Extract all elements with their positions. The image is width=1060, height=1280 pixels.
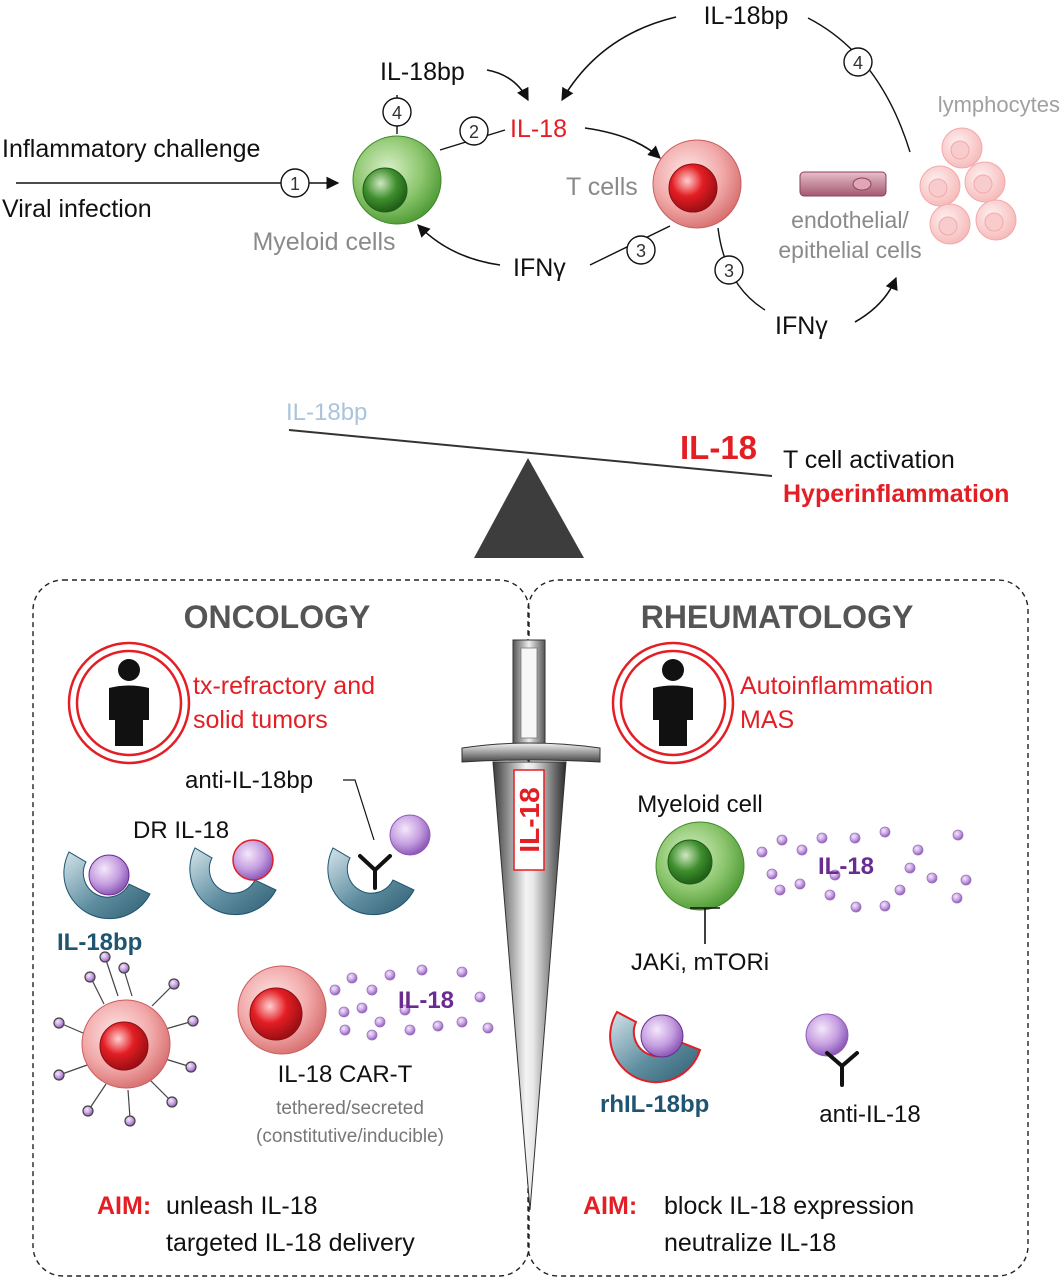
lymphocytes-icon [919,127,1017,245]
hyperinflammation-label: Hyperinflammation [783,480,1009,508]
endothelial-cell-icon [799,171,887,197]
il18-to-tcells-arrow [584,127,661,159]
car-t-label: IL-18 CAR-T [278,1061,413,1088]
il18bp-label: IL-18bp [57,929,142,956]
dr-il18-icon [189,839,277,916]
il18bp-right-arc [807,17,911,153]
oncology-patient-line-1: tx-refractory and [193,672,375,700]
pathway-section: Inflammatory challenge Viral infection 1… [2,2,1060,340]
il18-oncology-label: IL-18 [398,987,454,1014]
step-2-badge [459,116,489,146]
oncology-section: ONCOLOGY tx-refractory and solid tumors … [53,599,494,1257]
car-t-cell-icon [237,965,327,1055]
il18bp-left-label: IL-18bp [380,58,465,86]
endothelial-label-2: epithelial cells [778,237,921,263]
oncology-aim-line-2: targeted IL-18 delivery [166,1229,415,1257]
anti-il18-label: anti-IL-18 [819,1101,920,1128]
il18-top-label: IL-18 [510,115,567,143]
myeloid-cells-label: Myeloid cells [252,228,395,256]
myeloid-cell-rheum-icon [655,821,745,911]
step-1-badge [280,168,310,198]
rheum-aim-line-2: neutralize IL-18 [664,1229,836,1257]
anti-il18-icon [805,1013,859,1087]
il18-rheum-label: IL-18 [818,853,874,880]
t-cells-label: T cells [566,173,638,201]
il18bp-right-label: IL-18bp [704,2,789,30]
step-1-label: 1 [290,174,300,194]
t-cell-icon [652,139,742,229]
rheumatology-section: RHEUMATOLOGY Autoinflammation MAS Myeloi… [583,599,972,1257]
step-4-left-label: 4 [392,103,402,123]
anti-il18bp-pointer [343,779,375,841]
rheum-aim-line-1: block IL-18 expression [664,1192,914,1220]
step-4-right-badge [843,47,873,77]
car-t-sub-1: tethered/secreted [276,1098,424,1119]
myeloid-cell-icon [352,135,442,225]
rheum-patient-line-2: MAS [740,706,794,734]
il18bp-left-arrow [486,69,529,102]
il18-secreted-dots-oncology [329,964,494,1041]
myeloid-cell-label: Myeloid cell [637,791,762,818]
balance-il18bp-label: IL-18bp [286,399,367,426]
anti-il18bp-label: anti-IL-18bp [185,767,313,794]
rheum-patient-line-1: Autoinflammation [740,672,933,700]
patient-icon-rheum [611,641,735,765]
anti-il18bp-icon [327,814,431,916]
balance-beam [288,429,773,477]
patient-icon [67,641,191,765]
il18bp-bound-icon [63,851,151,920]
ifng-left-label: IFNγ [513,254,566,282]
inhibition-line [690,907,720,944]
step-3-right-badge [714,255,744,285]
sword-icon: IL-18 [461,639,601,1211]
sword-il18-label: IL-18 [514,787,545,852]
lymphocytes-label: lymphocytes [938,92,1060,117]
step-4-right-label: 4 [853,53,863,73]
tethered-car-t-icon [53,951,199,1127]
rheum-aim-label: AIM: [583,1192,637,1220]
oncology-patient-line-2: solid tumors [193,706,328,734]
rheumatology-title: RHEUMATOLOGY [641,599,914,635]
input-viral-infection: Viral infection [2,195,152,223]
inhibitors-label: JAKi, mTORi [631,949,769,976]
endothelial-label-1: endothelial/ [791,207,909,233]
ifng-to-myeloid-arrow [417,224,501,266]
ifng-to-targets-arrow [854,276,898,323]
step-4-left-badge [382,97,412,127]
step-3-left-badge [626,235,656,265]
il18bp-right-arrow [561,16,677,102]
oncology-aim-label: AIM: [97,1192,151,1220]
step-2-label: 2 [469,122,479,142]
balance-fulcrum [474,458,584,558]
dr-il18-label: DR IL-18 [133,817,229,844]
balance-section: IL-18bp IL-18 T cell activation Hyperinf… [286,399,1009,558]
oncology-title: ONCOLOGY [184,599,371,635]
input-inflammatory-challenge: Inflammatory challenge [2,135,260,163]
rhil18bp-icon [609,1010,702,1084]
oncology-aim-line-1: unleash IL-18 [166,1192,318,1220]
step-3-left-label: 3 [636,241,646,261]
car-t-sub-2: (constitutive/inducible) [256,1126,444,1147]
step-3-right-label: 3 [724,261,734,281]
ifng-right-label: IFNγ [775,312,828,340]
rhil18bp-label: rhIL-18bp [600,1091,709,1118]
t-cell-activation-label: T cell activation [783,446,955,474]
il18-secreted-dots-rheum [756,826,972,913]
balance-il18-label: IL-18 [680,429,757,466]
